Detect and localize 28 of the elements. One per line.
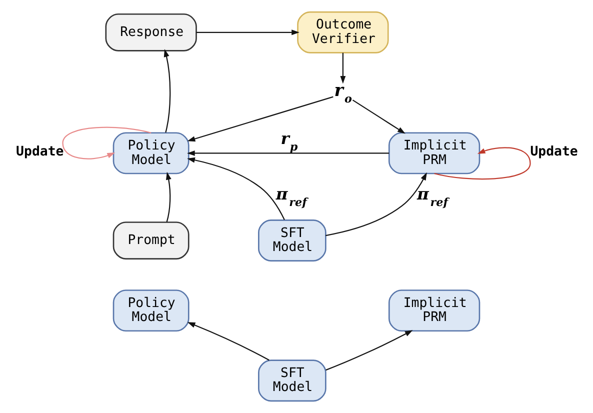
arrow — [187, 157, 285, 220]
edge-label: π$_{ref}$ — [417, 184, 448, 210]
node-box: Policy Model — [112, 132, 190, 174]
node-box: Outcome Verifier — [297, 11, 389, 54]
node-box: Implicit PRM — [388, 290, 480, 332]
arrow — [187, 150, 390, 156]
edge-label: Update — [16, 144, 64, 160]
edge-label: Update — [530, 144, 578, 160]
node-box: SFT Model — [258, 360, 326, 402]
arrow — [166, 172, 172, 222]
arrow — [62, 126, 152, 160]
node-box: Response — [105, 13, 197, 52]
node-box: Prompt — [112, 222, 190, 260]
arrow — [187, 96, 334, 142]
arrow — [326, 172, 427, 236]
arrow — [164, 49, 171, 133]
edge-label: r$_{p}$ — [280, 128, 298, 154]
arrow — [352, 100, 406, 134]
node-box: Implicit PRM — [388, 132, 480, 174]
arrow — [434, 147, 531, 180]
node-box: SFT Model — [258, 220, 326, 262]
node-text: r$_{o}$ — [334, 80, 352, 106]
edge-label: π$_{ref}$ — [276, 184, 307, 210]
arrow — [326, 330, 413, 371]
arrow — [187, 322, 270, 361]
arrow — [196, 30, 300, 36]
node-box: Policy Model — [112, 290, 190, 332]
arrow — [340, 52, 346, 84]
